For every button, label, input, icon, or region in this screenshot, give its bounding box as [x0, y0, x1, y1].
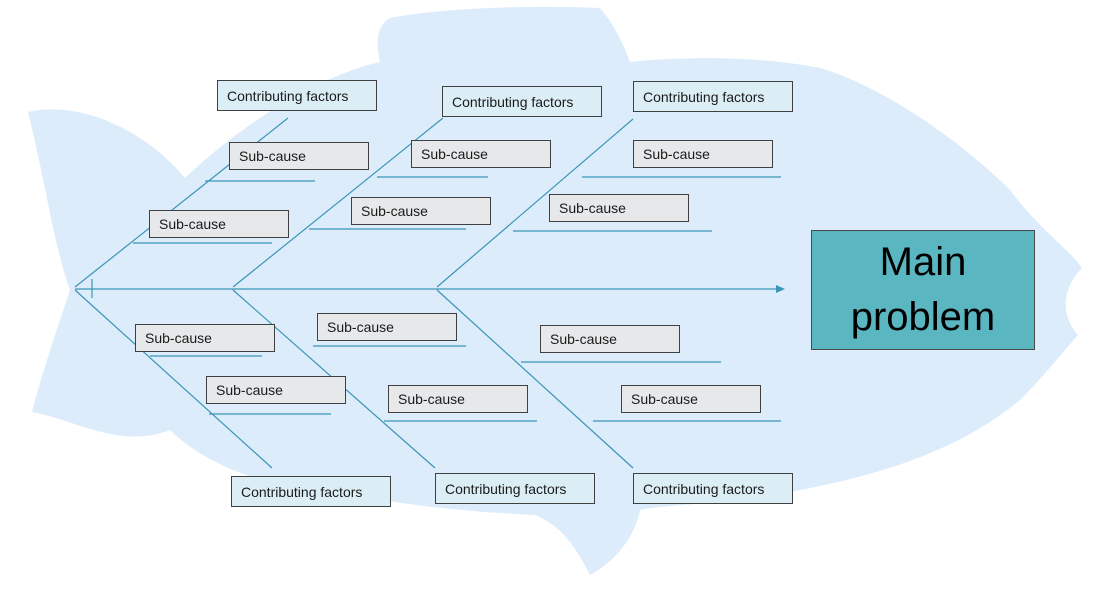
- bone-bottom-left: [74, 289, 273, 469]
- main-problem-label: Main problem: [850, 239, 996, 339]
- main-problem-box: Main problem: [811, 230, 1035, 350]
- bone-bottom-right: [436, 289, 634, 469]
- subcause-box-top-right-2: Sub-cause: [549, 194, 689, 222]
- bone-top-right: [436, 118, 634, 288]
- subcause-box-top-right-1: Sub-cause: [633, 140, 773, 168]
- subcause-box-top-middle-2: Sub-cause: [351, 197, 491, 225]
- spine-arrowhead: [776, 285, 785, 293]
- subcause-box-top-middle-1: Sub-cause: [411, 140, 551, 168]
- factor-box-top-middle: Contributing factors: [442, 86, 602, 117]
- subcause-box-bottom-middle-2: Sub-cause: [388, 385, 528, 413]
- subcause-box-bottom-middle-1: Sub-cause: [317, 313, 457, 341]
- factor-box-bottom-left: Contributing factors: [231, 476, 391, 507]
- factor-box-bottom-middle: Contributing factors: [435, 473, 595, 504]
- subcause-box-bottom-left-1: Sub-cause: [135, 324, 275, 352]
- factor-box-bottom-right: Contributing factors: [633, 473, 793, 504]
- subcause-box-bottom-left-2: Sub-cause: [206, 376, 346, 404]
- bone-top-middle: [232, 117, 444, 288]
- subcause-box-top-left-1: Sub-cause: [229, 142, 369, 170]
- subcause-box-top-left-2: Sub-cause: [149, 210, 289, 238]
- factor-box-top-right: Contributing factors: [633, 81, 793, 112]
- subcause-box-bottom-right-1: Sub-cause: [540, 325, 680, 353]
- subcause-box-bottom-right-2: Sub-cause: [621, 385, 761, 413]
- factor-box-top-left: Contributing factors: [217, 80, 377, 111]
